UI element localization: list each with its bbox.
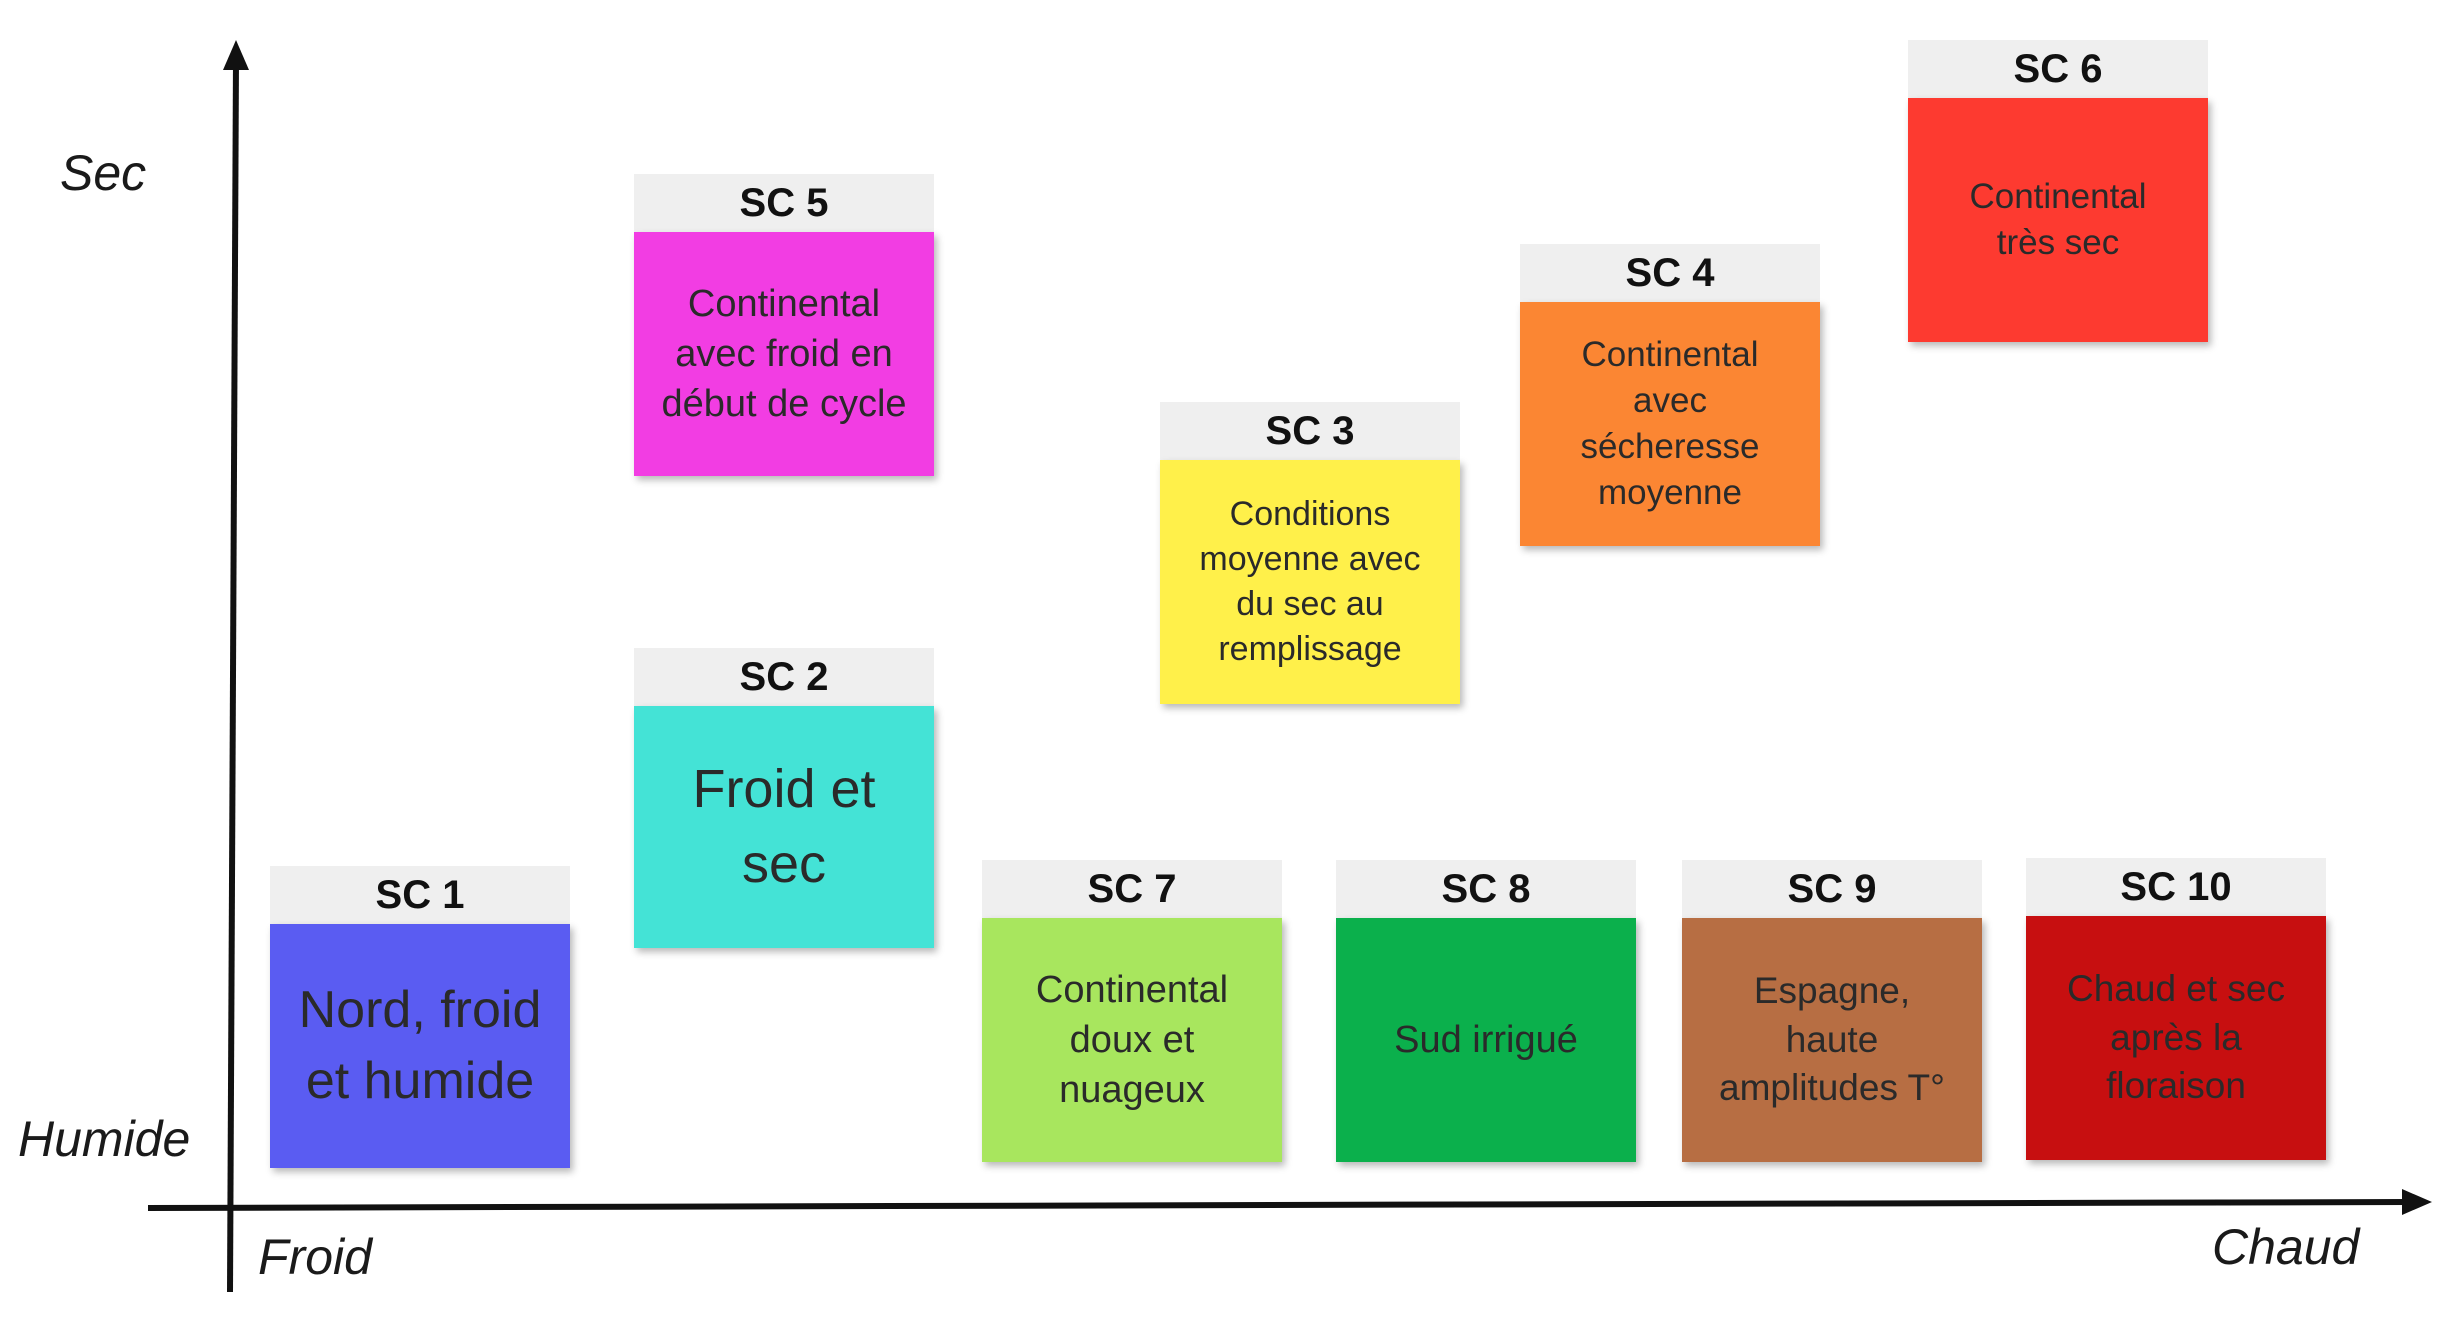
x-axis-arrowhead: [2402, 1189, 2432, 1215]
x-axis: [147, 1199, 2411, 1211]
scenario-box: Continental doux et nuageux: [982, 918, 1282, 1162]
y-bottom-label: Humide: [18, 1111, 191, 1167]
y-axis: [227, 57, 239, 1293]
scenario-description: Froid et sec: [692, 759, 876, 894]
x-left-label: Froid: [258, 1229, 372, 1285]
scenario-card-sc8: SC 8 Sud irrigué: [1336, 860, 1636, 1162]
scenario-box: Continental avec sécheresse moyenne: [1520, 302, 1820, 546]
scenario-description: Chaud et sec après la floraison: [2066, 967, 2286, 1107]
scenario-title: SC 7: [982, 860, 1282, 918]
scenario-card-sc6: SC 6 Continental très sec: [1908, 40, 2208, 342]
scenario-box: Nord, froid et humide: [270, 924, 570, 1168]
scenario-title: SC 10: [2026, 858, 2326, 916]
scenario-box: Continental avec froid en début de cycle: [634, 232, 934, 476]
scenario-card-sc10: SC 10 Chaud et sec après la floraison: [2026, 858, 2326, 1160]
scenario-description: Espagne, haute amplitudes T°: [1719, 969, 1945, 1109]
x-right-label: Chaud: [2212, 1219, 2360, 1275]
scenario-title: SC 9: [1682, 860, 1982, 918]
scenario-box: Espagne, haute amplitudes T°: [1682, 918, 1982, 1162]
scenario-title: SC 2: [634, 648, 934, 706]
scenario-description: Sud irrigué: [1394, 1018, 1578, 1061]
scenario-title: SC 3: [1160, 402, 1460, 460]
scenario-box: Continental très sec: [1908, 98, 2208, 342]
scenario-card-sc5: SC 5 Continental avec froid en début de …: [634, 174, 934, 476]
scenario-card-sc2: SC 2 Froid et sec: [634, 648, 934, 948]
scenario-title: SC 4: [1520, 244, 1820, 302]
y-top-label: Sec: [60, 145, 147, 201]
y-axis-arrowhead: [223, 40, 249, 70]
scenario-title: SC 5: [634, 174, 934, 232]
scenario-card-sc3: SC 3 Conditions moyenne avec du sec au r…: [1160, 402, 1460, 704]
scenario-box: Chaud et sec après la floraison: [2026, 916, 2326, 1160]
scenario-description: Nord, froid et humide: [298, 981, 542, 1110]
scenario-description: Continental doux et nuageux: [1035, 968, 1229, 1112]
scenario-title: SC 6: [1908, 40, 2208, 98]
scenario-card-sc7: SC 7 Continental doux et nuageux: [982, 860, 1282, 1162]
scenario-box: Conditions moyenne avec du sec au rempli…: [1160, 460, 1460, 704]
scenario-description: Conditions moyenne avec du sec au rempli…: [1199, 495, 1421, 668]
scenario-card-sc9: SC 9 Espagne, haute amplitudes T°: [1682, 860, 1982, 1162]
scenario-title: SC 8: [1336, 860, 1636, 918]
scenario-box: Froid et sec: [634, 706, 934, 948]
scenario-description: Continental avec froid en début de cycle: [661, 282, 907, 426]
scenario-card-sc1: SC 1 Nord, froid et humide: [270, 866, 570, 1168]
scenario-card-sc4: SC 4 Continental avec sécheresse moyenne: [1520, 244, 1820, 546]
scenario-title: SC 1: [270, 866, 570, 924]
scenario-description: Continental avec sécheresse moyenne: [1580, 334, 1760, 513]
scenario-box: Sud irrigué: [1336, 918, 1636, 1162]
scenario-description: Continental très sec: [1969, 176, 2147, 262]
